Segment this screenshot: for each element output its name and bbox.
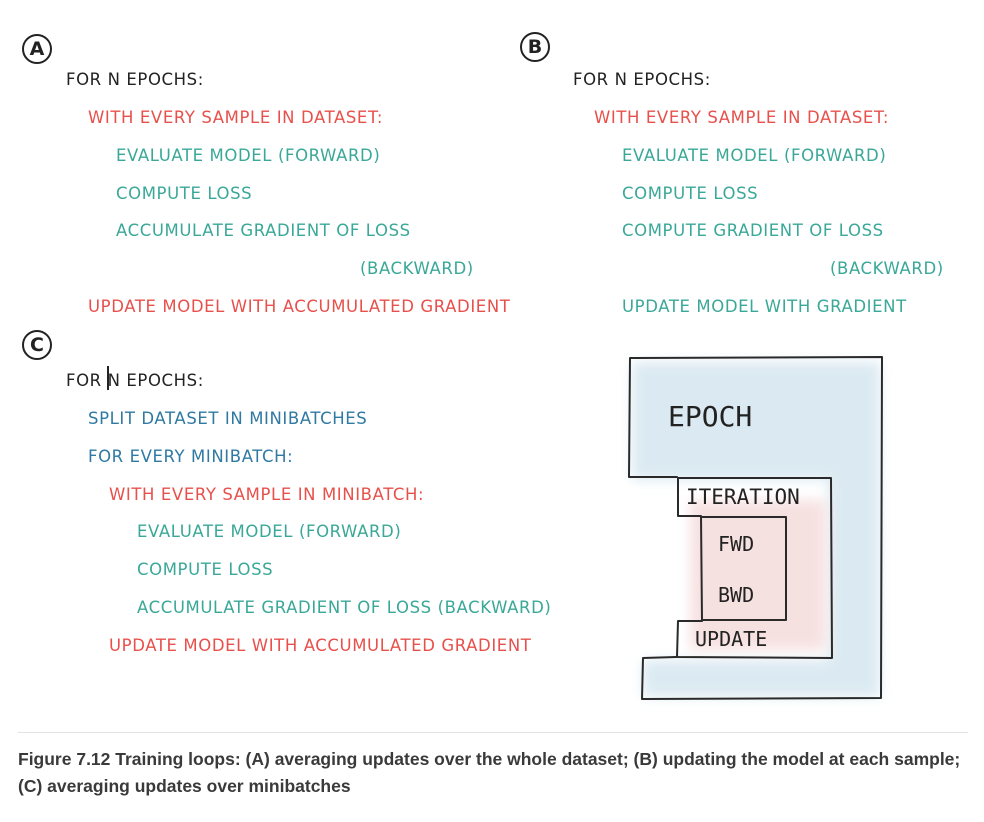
panel-c-line-8: UPDATE MODEL WITH ACCUMULATED GRADIENT — [109, 636, 532, 655]
panel-b-line-7: UPDATE MODEL WITH GRADIENT — [622, 297, 907, 316]
panel-a-line-1: FOR N EPOCHS: — [66, 70, 204, 89]
update-label: UPDATE — [695, 627, 768, 651]
panel-c-line-1: FOR N EPOCHS: — [66, 371, 204, 390]
panel-a-line-4: COMPUTE LOSS — [116, 184, 253, 203]
panel-b-line-2: WITH EVERY SAMPLE IN DATASET: — [594, 108, 889, 127]
panel-a-badge: A — [22, 34, 52, 64]
panel-b-line-3: EVALUATE MODEL (FORWARD) — [622, 146, 887, 165]
epoch-fill — [632, 362, 880, 697]
fwd-label: FWD — [718, 532, 755, 556]
epoch-label: EPOCH — [668, 400, 753, 433]
panel-b-line-5: COMPUTE GRADIENT OF LOSS — [622, 221, 884, 240]
figure-caption: Figure 7.12 Training loops: (A) averagin… — [18, 749, 961, 796]
panel-b-line-1: FOR N EPOCHS: — [573, 70, 711, 89]
panel-b-badge: B — [520, 32, 550, 62]
panel-c-line-3: FOR EVERY MINIBATCH: — [88, 447, 294, 466]
panel-a-line-3: EVALUATE MODEL (FORWARD) — [116, 146, 381, 165]
epoch-outline — [628, 356, 883, 700]
iteration-outline — [676, 477, 833, 659]
panel-a-line-7: UPDATE MODEL WITH ACCUMULATED GRADIENT — [88, 297, 511, 316]
iteration-label: ITERATION — [686, 485, 800, 509]
panel-c-line-5: EVALUATE MODEL (FORWARD) — [137, 522, 402, 541]
panel-c-line-2: SPLIT DATASET IN MINIBATCHES — [88, 409, 368, 428]
text-cursor — [107, 366, 109, 390]
fwd-bwd-box — [702, 516, 787, 621]
panel-c-line-4: WITH EVERY SAMPLE IN MINIBATCH: — [109, 485, 425, 504]
bwd-label: BWD — [718, 583, 755, 607]
panel-b-line-6: (BACKWARD) — [830, 259, 944, 278]
panel-c-line-7: ACCUMULATE GRADIENT OF LOSS (BACKWARD) — [137, 598, 552, 617]
panel-c-line-6: COMPUTE LOSS — [137, 560, 274, 579]
panel-a-line-6: (BACKWARD) — [360, 259, 474, 278]
iteration-fill — [690, 500, 826, 650]
panel-c-badge: C — [22, 330, 52, 360]
panel-a-line-5: ACCUMULATE GRADIENT OF LOSS — [116, 221, 411, 240]
panel-b-line-4: COMPUTE LOSS — [622, 184, 759, 203]
panel-a-line-2: WITH EVERY SAMPLE IN DATASET: — [88, 108, 383, 127]
caption-divider — [18, 732, 968, 733]
